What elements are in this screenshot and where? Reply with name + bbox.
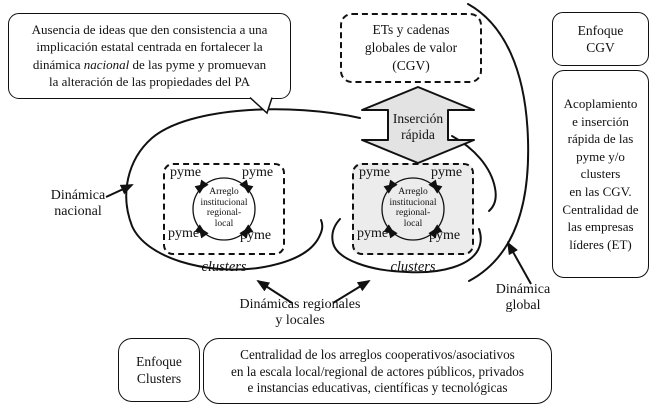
cgv-desc-line: Acoplamiento (563, 96, 638, 111)
arrangement-line: institucional (389, 197, 437, 208)
left-arrangement-text: Arreglo institucional regional- local (184, 187, 264, 229)
arrangement-line: local (403, 218, 423, 229)
state-absence-callout: Ausencia de ideas que den consistencia a… (8, 13, 291, 99)
cgv-desc-line: Centralidad de (562, 201, 639, 217)
cgv-desc-line: e inserción (572, 113, 629, 129)
global-dynamics-label: Dinámica global (487, 282, 559, 314)
right-clusters-caption: clusters (390, 259, 436, 275)
regional-dynamics-label: Dinámicas regionales y locales (214, 297, 386, 329)
right-blob-bottom-outline (331, 218, 482, 274)
regional-left-pointer-arrow (256, 279, 293, 304)
label-line: global (505, 298, 541, 313)
insertion-line-1: Inserción (392, 111, 444, 126)
right-arrangement-circle (381, 177, 445, 241)
pyme-label: pyme (357, 226, 389, 241)
insertion-double-arrow (361, 86, 475, 164)
arrangement-line: regional- (395, 208, 431, 219)
callout-line-1: Ausencia de ideas que den consistencia a… (31, 22, 268, 37)
clusters-description-box: Centralidad de los arreglos cooperativos… (203, 338, 552, 404)
ets-line-3: (CGV) (392, 58, 430, 73)
cgv-desc-line: las empresas (567, 219, 634, 235)
label-line: Dinámica (50, 188, 106, 203)
pyme-label: pyme (168, 226, 200, 241)
pyme-label: pyme (242, 165, 274, 180)
cgv-desc-line: clusters (580, 166, 621, 182)
arrangement-line: Arreglo (398, 187, 428, 197)
cgv-desc-line: rápida de las (567, 131, 634, 147)
label-line: Dinámica (495, 282, 551, 297)
clusters-desc-line: en la escala local/regional de actores p… (231, 363, 524, 379)
callout-tail (249, 97, 273, 115)
clusters-desc-line: e instancias educativas, científicas y t… (247, 380, 508, 395)
arrangement-line: institucional (200, 197, 248, 208)
right-blob-top-outline (451, 135, 497, 212)
pyme-label: pyme (359, 165, 391, 180)
right-arrangement-text: Arreglo institucional regional- local (373, 187, 453, 229)
cgv-desc-line: pyme y/o (576, 148, 625, 164)
enfoque-cgv-box: Enfoque CGV (552, 12, 649, 66)
ets-line-2: globales de valor (364, 40, 458, 55)
label-line: y locales (275, 313, 325, 328)
regional-right-pointer-arrow (332, 279, 371, 304)
enfoque-clusters-line: Clusters (136, 371, 182, 386)
cgv-description-box: Acoplamiento e inserción rápida de las p… (552, 70, 649, 278)
enfoque-clusters-box: Enfoque Clusters (118, 338, 200, 402)
left-clusters-caption: clusters (201, 259, 247, 275)
pyme-label: pyme (240, 228, 272, 243)
callout-line-2: implicación estatal centrada en fortalec… (36, 39, 263, 55)
ets-line-1: ETs y cadenas (372, 22, 450, 37)
label-line: Dinámicas regionales (239, 297, 361, 312)
insertion-arrow-label: Inserción rápida (378, 111, 458, 143)
left-blob-outline (125, 108, 361, 271)
cgv-desc-line: líderes (ET) (569, 236, 632, 252)
arrangement-line: local (214, 218, 234, 229)
label-line: nacional (54, 204, 102, 219)
enfoque-cgv-line-2: CGV (586, 40, 615, 55)
enfoque-clusters-line: Enfoque (136, 354, 182, 369)
global-pointer-arrow (507, 241, 532, 285)
left-arrangement-circle (192, 177, 256, 241)
national-dynamics-label: Dinámica nacional (38, 188, 118, 220)
global-dynamics-curve (467, 3, 530, 282)
insertion-line-2: rápida (401, 127, 435, 142)
national-pointer-arrow (105, 184, 134, 198)
pyme-label: pyme (170, 165, 202, 180)
pyme-label: pyme (429, 228, 461, 243)
enfoque-cgv-line-1: Enfoque (577, 22, 624, 38)
cgv-desc-line: en las CGV. (569, 183, 632, 199)
callout-line-4: la alteración de las propiedades del PA (49, 74, 250, 90)
arrangement-line: Arreglo (209, 187, 239, 197)
clusters-desc-line: Centralidad de los arreglos cooperativos… (240, 347, 515, 362)
callout-line-3: dinámica nacional de las pyme y promueva… (32, 56, 267, 72)
pyme-label: pyme (431, 165, 463, 180)
arrangement-line: regional- (206, 208, 242, 219)
ets-cgv-box: ETs y cadenas globales de valor (CGV) (340, 13, 482, 83)
